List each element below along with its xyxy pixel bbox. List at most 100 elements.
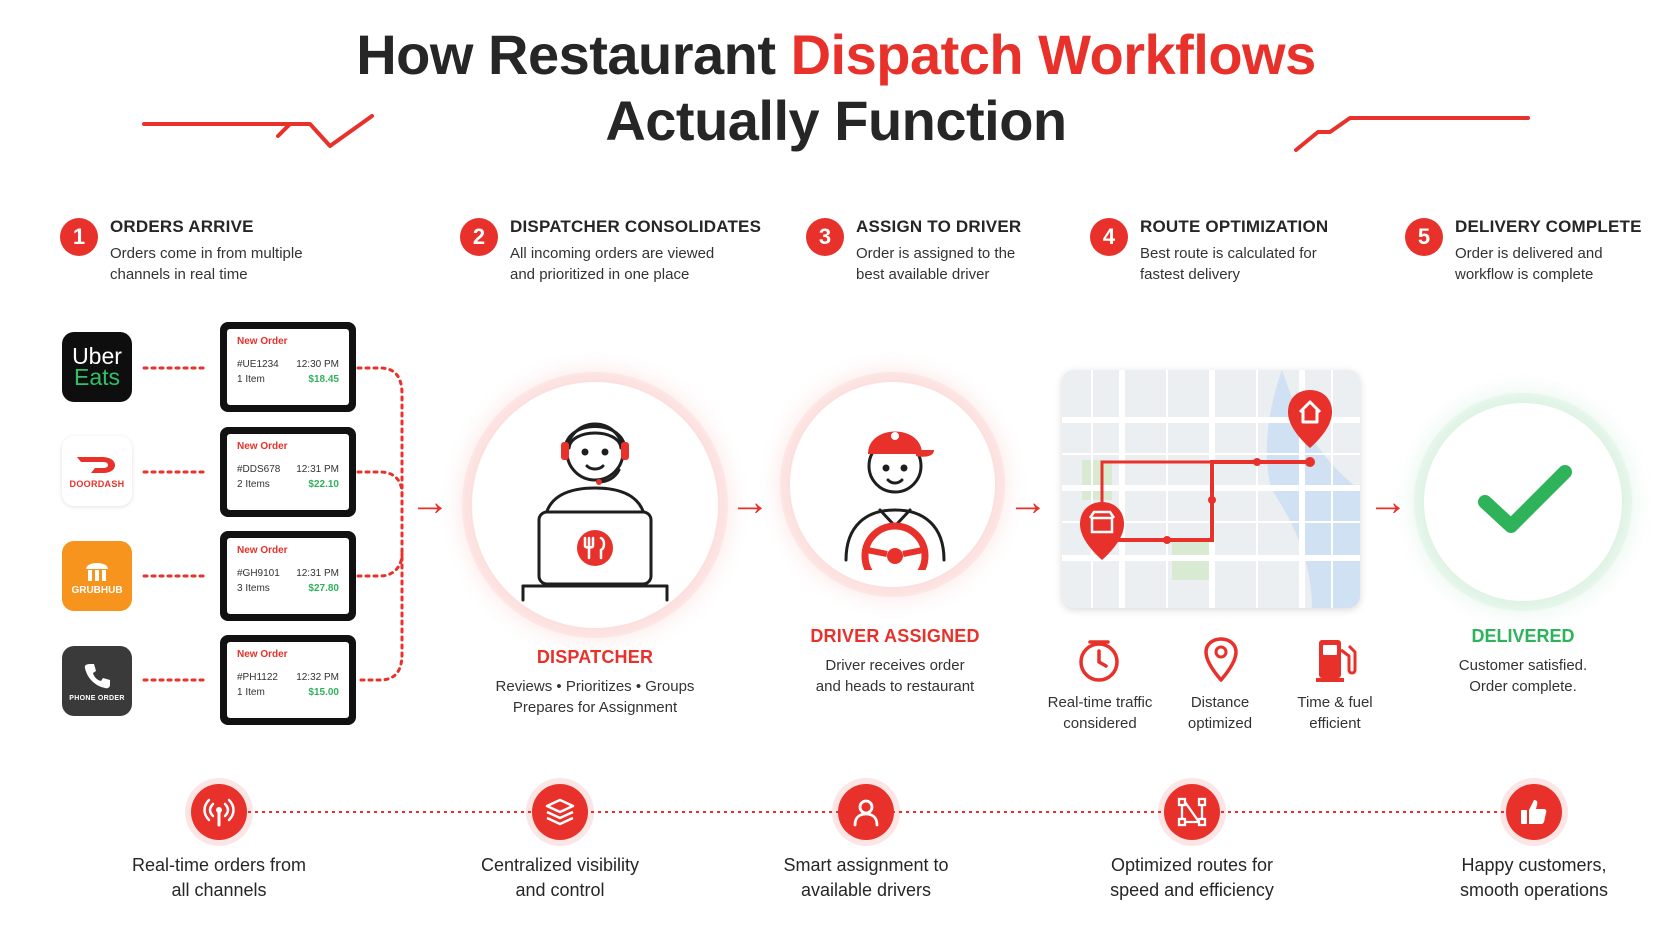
order-card-title: New Order bbox=[237, 545, 288, 556]
step-number: 2 bbox=[460, 218, 498, 256]
order-price: $15.00 bbox=[308, 687, 339, 698]
delivered-circle bbox=[1424, 403, 1622, 601]
order-card: New Order #PH1122 12:32 PM 1 Item $15.00 bbox=[220, 635, 356, 725]
benefit-icon bbox=[1506, 784, 1562, 840]
order-id: #GH9101 bbox=[237, 568, 280, 579]
order-card-title: New Order bbox=[237, 336, 288, 347]
order-card-screen: New Order #UE1234 12:30 PM 1 Item $18.45 bbox=[227, 329, 349, 405]
order-id: #PH1122 bbox=[237, 672, 278, 683]
flow-arrow-icon: → bbox=[1368, 480, 1408, 524]
route-feature-distance: Distance optimized bbox=[1160, 692, 1280, 734]
step-description: Order is delivered and workflow is compl… bbox=[1455, 245, 1603, 283]
order-card-screen: New Order #GH9101 12:31 PM 3 Items $27.80 bbox=[227, 538, 349, 614]
channel-connectors bbox=[142, 366, 404, 682]
order-items: 2 Items bbox=[237, 479, 270, 490]
page-title: How Restaurant Dispatch Workflows Actual… bbox=[0, 22, 1672, 154]
step-2: 2 DISPATCHER CONSOLIDATES All incoming o… bbox=[460, 216, 761, 285]
flow-arrow-icon: → bbox=[730, 480, 770, 524]
driver-desc-line-1: Driver receives order bbox=[825, 657, 965, 674]
step-description: Order is assigned to the best available … bbox=[856, 245, 1016, 283]
order-time: 12:32 PM bbox=[296, 672, 339, 683]
dispatcher-icon bbox=[521, 422, 669, 602]
title-decoration-right bbox=[1294, 116, 1530, 152]
route-feature-line-1: Distance bbox=[1190, 694, 1250, 711]
step-number: 3 bbox=[806, 218, 844, 256]
order-time: 12:31 PM bbox=[296, 464, 339, 475]
driver-desc-line-2: and heads to restaurant bbox=[815, 678, 975, 695]
broadcast-icon bbox=[203, 798, 235, 827]
order-items: 3 Items bbox=[237, 583, 270, 594]
route-map bbox=[1062, 370, 1360, 608]
benefit-text: Centralized visibility and control bbox=[440, 853, 680, 903]
phone-order-label: PHONE ORDER bbox=[69, 694, 125, 702]
benefit-line-1: Real-time orders from bbox=[131, 855, 307, 875]
layers-icon bbox=[545, 798, 575, 826]
order-items: 1 Item bbox=[237, 687, 265, 698]
delivered-desc-line-2: Order complete. bbox=[1469, 678, 1577, 695]
grubhub-label: GRUBHUB bbox=[71, 584, 123, 596]
dispatcher-desc-line-2: Prepares for Assignment bbox=[512, 699, 678, 716]
order-card: New Order #GH9101 12:31 PM 3 Items $27.80 bbox=[220, 531, 356, 621]
clock-icon bbox=[1079, 640, 1119, 682]
route-feature-line-1: Time & fuel bbox=[1297, 694, 1373, 711]
order-price: $22.10 bbox=[308, 479, 339, 490]
benefit-text: Optimized routes for speed and efficienc… bbox=[1072, 853, 1312, 903]
benefit-line-2: speed and efficiency bbox=[1110, 880, 1274, 900]
step-number: 1 bbox=[60, 218, 98, 256]
title-line-1: How Restaurant Dispatch Workflows bbox=[0, 22, 1672, 88]
location-pin-icon bbox=[1204, 637, 1238, 682]
benefit-line-1: Happy customers, bbox=[1461, 855, 1607, 875]
thumbs-up-icon bbox=[1521, 800, 1547, 824]
order-id: #UE1234 bbox=[237, 359, 279, 370]
delivered-desc-line-1: Customer satisfied. bbox=[1458, 657, 1588, 674]
route-feature-traffic: Real-time traffic considered bbox=[1030, 692, 1170, 734]
route-feature-line-2: considered bbox=[1063, 715, 1137, 732]
step-title: ORDERS ARRIVE bbox=[110, 217, 254, 236]
step-title: ROUTE OPTIMIZATION bbox=[1140, 217, 1329, 236]
route-feature-line-2: optimized bbox=[1187, 715, 1253, 732]
delivered-label: DELIVERED bbox=[1471, 626, 1575, 646]
phone-icon bbox=[84, 663, 110, 688]
benefit-line-1: Centralized visibility bbox=[480, 855, 640, 875]
step-title: ASSIGN TO DRIVER bbox=[856, 217, 1022, 236]
order-items: 1 Item bbox=[237, 374, 265, 385]
dispatcher-label: DISPATCHER bbox=[536, 647, 654, 667]
fuel-pump-icon bbox=[1316, 640, 1357, 682]
step-description: Orders come in from multiple channels in… bbox=[110, 245, 303, 283]
step-3: 3 ASSIGN TO DRIVER Order is assigned to … bbox=[806, 216, 1036, 285]
benefit-icon bbox=[191, 784, 247, 840]
benefit-icon bbox=[1164, 784, 1220, 840]
step-title: DELIVERY COMPLETE bbox=[1455, 217, 1642, 236]
checkmark-icon bbox=[1478, 465, 1572, 533]
flow-arrow-icon: → bbox=[1008, 480, 1048, 524]
benefit-line-1: Smart assignment to bbox=[783, 855, 949, 875]
step-description: All incoming orders are viewed and prior… bbox=[510, 245, 715, 283]
benefit-line-2: and control bbox=[515, 880, 605, 900]
uber-eats-logo-line-2: Eats bbox=[73, 364, 121, 390]
step-4: 4 ROUTE OPTIMIZATION Best route is calcu… bbox=[1090, 216, 1328, 285]
step-description: Best route is calculated for fastest del… bbox=[1140, 245, 1317, 283]
order-id: #DDS678 bbox=[237, 464, 281, 475]
driver-icon bbox=[844, 431, 946, 570]
uber-eats-logo-line-1: Uber bbox=[72, 343, 122, 369]
order-card-title: New Order bbox=[237, 649, 288, 660]
order-time: 12:30 PM bbox=[296, 359, 339, 370]
order-price: $18.45 bbox=[308, 374, 339, 385]
doordash-logo: DOORDASH bbox=[62, 436, 132, 506]
step-1: 1 ORDERS ARRIVE Orders come in from mult… bbox=[60, 216, 340, 285]
benefit-line-2: all channels bbox=[171, 880, 267, 900]
title-line-2: Actually Function bbox=[605, 89, 1067, 152]
order-card-title: New Order bbox=[237, 441, 288, 452]
title-part-2: Dispatch Workflows bbox=[790, 23, 1317, 86]
doordash-label: DOORDASH bbox=[69, 479, 125, 489]
route-feature-line-1: Real-time traffic bbox=[1047, 694, 1153, 711]
benefit-line-2: available drivers bbox=[800, 880, 932, 900]
route-feature-line-2: efficient bbox=[1309, 715, 1361, 732]
order-price: $27.80 bbox=[308, 583, 339, 594]
step-number: 5 bbox=[1405, 218, 1443, 256]
flow-arrow-icon: → bbox=[410, 480, 450, 524]
order-time: 12:31 PM bbox=[296, 568, 339, 579]
grubhub-icon bbox=[86, 562, 108, 581]
order-card: New Order #UE1234 12:30 PM 1 Item $18.45 bbox=[220, 322, 356, 412]
order-card-screen: New Order #PH1122 12:32 PM 1 Item $15.00 bbox=[227, 642, 349, 718]
